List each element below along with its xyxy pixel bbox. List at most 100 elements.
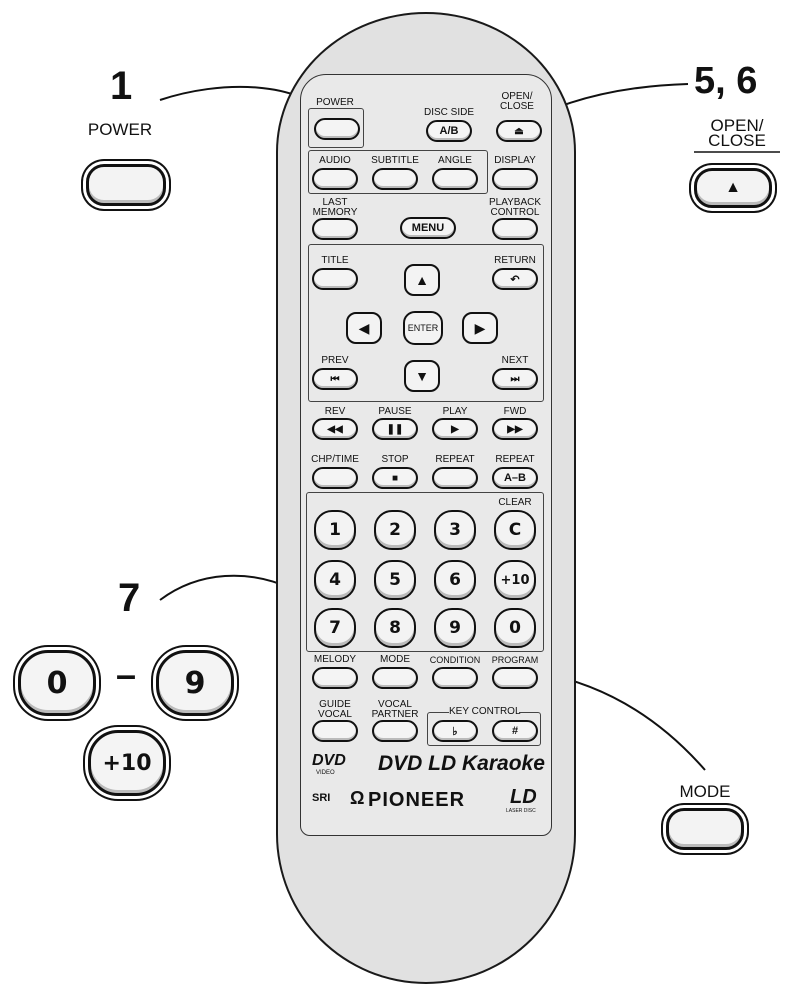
enter-button[interactable]: ENTER (403, 311, 443, 345)
dvd-logo: DVD (312, 752, 346, 769)
mode-label: MODE (380, 654, 410, 665)
menu-button-label: MENU (411, 222, 445, 234)
enter-button-label: ENTER (407, 323, 439, 333)
step-1-number: 1 (110, 64, 133, 108)
repeat-label: REPEAT (435, 454, 475, 465)
repeat-ab-button-label: A–B (503, 472, 526, 484)
repeat-ab-button[interactable]: A–B (492, 467, 538, 489)
melody-label: MELODY (313, 654, 357, 665)
mode-callout-button (666, 808, 744, 850)
pause-button[interactable]: ❚❚ (372, 418, 418, 440)
condition-button[interactable] (432, 667, 478, 689)
number-button-9[interactable]: 9 (434, 608, 476, 648)
dvd-video-text: VIDEO (316, 770, 335, 776)
power-button[interactable] (314, 118, 360, 140)
numbers-panel (306, 492, 544, 652)
step-7-number: 7 (118, 576, 141, 620)
number-button-5[interactable]: 5 (374, 560, 416, 600)
eject-icon: ▲ (725, 179, 741, 196)
key-flat-button[interactable]: ♭ (432, 720, 478, 742)
right-arrow-button[interactable]: ▶ (462, 312, 498, 344)
range-dash: – (116, 654, 137, 695)
power-panel (308, 108, 364, 148)
guide-vocal-label: GUIDE VOCAL (318, 699, 352, 720)
chp-time-label: CHP/TIME (311, 454, 359, 465)
number-button-1[interactable]: 1 (314, 510, 356, 550)
clear-button[interactable]: C (494, 510, 536, 550)
number-button-0[interactable]: 0 (494, 608, 536, 648)
playback-control-button[interactable] (492, 218, 538, 240)
disc-side-button-label: A/B (439, 125, 459, 137)
condition-label: CONDITION (429, 655, 481, 665)
number-button-2[interactable]: 2 (374, 510, 416, 550)
title-label: TITLE (321, 255, 349, 266)
last-memory-label: LAST MEMORY (312, 197, 358, 218)
laser-disc-logo-icon: LD (510, 786, 537, 808)
clear-label: CLEAR (498, 497, 532, 508)
return-label: RETURN (494, 255, 536, 266)
open-close-button[interactable]: ⏏ (496, 120, 542, 142)
play-button[interactable]: ▶ (432, 418, 478, 440)
disc-side-button[interactable]: A/B (426, 120, 472, 142)
program-button[interactable] (492, 667, 538, 689)
next-label: NEXT (501, 355, 529, 366)
leader-line-7 (159, 574, 291, 601)
number-button-4[interactable]: 4 (314, 560, 356, 600)
fwd-button[interactable]: ▶▶ (492, 418, 538, 440)
subtitle-label: SUBTITLE (371, 155, 419, 166)
rev-label: REV (324, 406, 346, 417)
angle-label: ANGLE (438, 155, 472, 166)
range-to-button: 9 (156, 650, 234, 716)
program-label: PROGRAM (491, 655, 539, 665)
audio-button[interactable] (312, 168, 358, 190)
flat-symbol: ♭ (452, 725, 458, 738)
angle-button[interactable] (432, 168, 478, 190)
repeat-button[interactable] (432, 467, 478, 489)
pioneer-logo-icon: Ω (350, 788, 365, 808)
rev-button[interactable]: ◀◀ (312, 418, 358, 440)
next-button[interactable]: ⏭ (492, 368, 538, 390)
navigation-panel (308, 244, 544, 402)
chp-time-button[interactable] (312, 467, 358, 489)
open-close-callout-button: ▲ (694, 168, 772, 208)
left-arrow-button[interactable]: ◀ (346, 312, 382, 344)
melody-button[interactable] (312, 667, 358, 689)
up-arrow-button[interactable]: ▲ (404, 264, 440, 296)
audio-panel (308, 150, 488, 194)
title-button[interactable] (312, 268, 358, 290)
prev-label: PREV (321, 355, 349, 366)
laser-disc-text: LASER DISC (506, 808, 536, 814)
plus10-callout-button: +10 (88, 730, 166, 796)
return-button[interactable]: ↶ (492, 268, 538, 290)
plus10-button[interactable]: +10 (494, 560, 536, 600)
down-arrow-button[interactable]: ▼ (404, 360, 440, 392)
vocal-partner-button[interactable] (372, 720, 418, 742)
sharp-symbol: # (511, 725, 519, 737)
srs-logo: SRI (312, 792, 331, 804)
menu-button[interactable]: MENU (400, 217, 456, 239)
karaoke-brand-title: DVD LD Karaoke (378, 752, 545, 775)
prev-button[interactable]: ⏮ (312, 368, 358, 390)
number-button-8[interactable]: 8 (374, 608, 416, 648)
power-callout-button (86, 164, 166, 206)
number-button-7[interactable]: 7 (314, 608, 356, 648)
step-56-number: 5, 6 (694, 60, 758, 102)
display-label: DISPLAY (494, 155, 536, 166)
number-button-6[interactable]: 6 (434, 560, 476, 600)
number-button-3[interactable]: 3 (434, 510, 476, 550)
last-memory-button[interactable] (312, 218, 358, 240)
range-from-button: 0 (18, 650, 96, 716)
pioneer-logo: PIONEER (368, 789, 466, 811)
repeat-ab-label: REPEAT (495, 454, 535, 465)
mode-callout-label: MODE (679, 782, 731, 801)
step-1-label: POWER (87, 120, 153, 139)
stop-button[interactable]: ■ (372, 467, 418, 489)
guide-vocal-button[interactable] (312, 720, 358, 742)
audio-label: AUDIO (319, 155, 351, 166)
key-sharp-button[interactable]: # (492, 720, 538, 742)
step-56-label: OPEN/ CLOSE (708, 116, 766, 150)
fwd-label: FWD (503, 406, 527, 417)
mode-button[interactable] (372, 667, 418, 689)
display-button[interactable] (492, 168, 538, 190)
subtitle-button[interactable] (372, 168, 418, 190)
